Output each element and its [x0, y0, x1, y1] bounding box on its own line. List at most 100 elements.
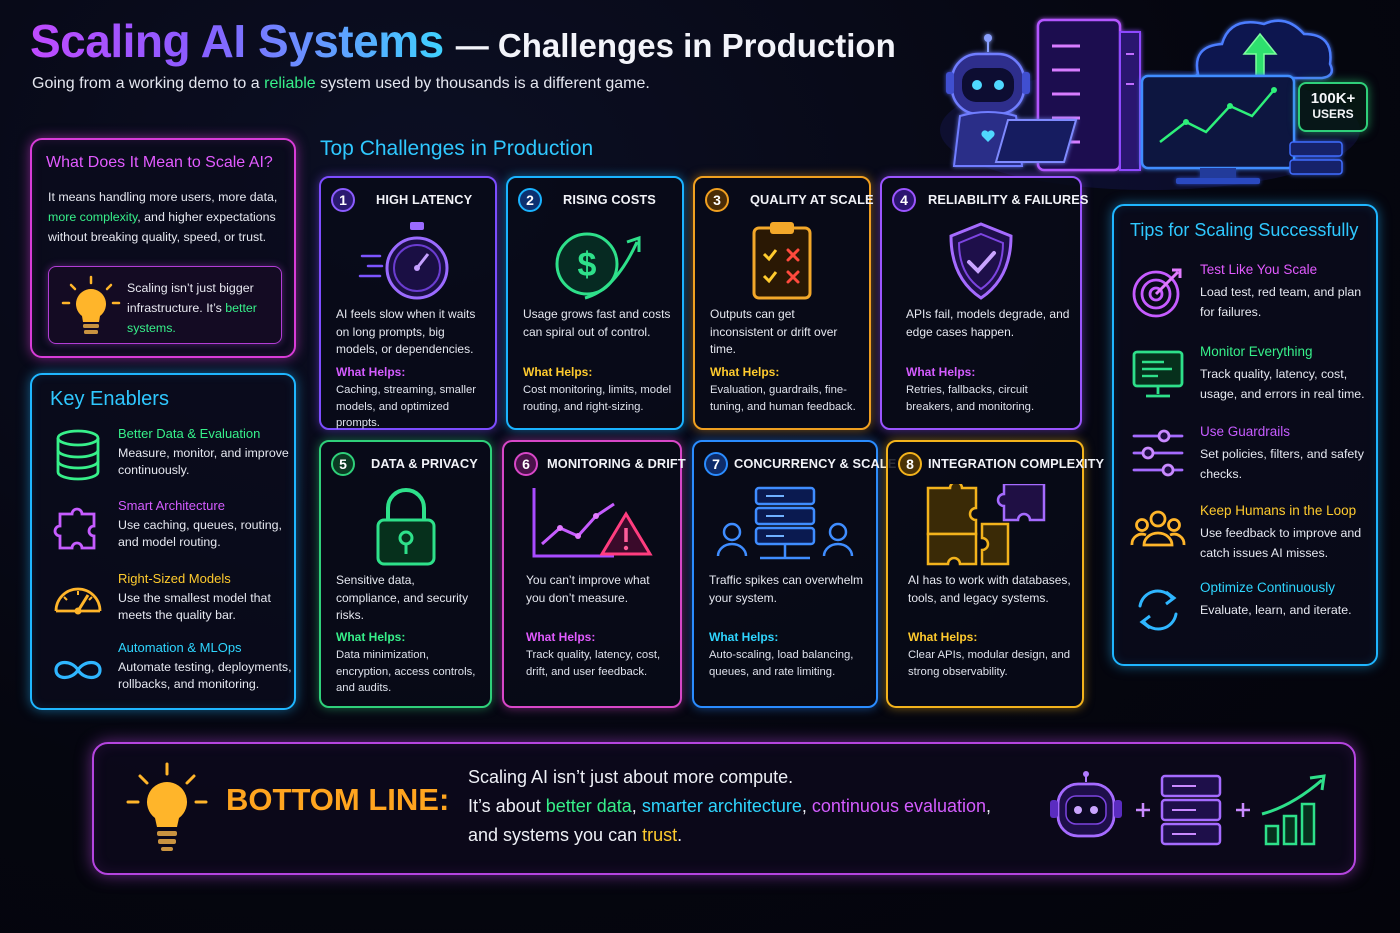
challenge-helps: Auto-scaling, load balancing, queues, an… [709, 649, 854, 678]
tip-desc: Track quality, latency, cost, usage, and… [1200, 367, 1365, 401]
challenge-helps: Caching, streaming, smaller models, and … [336, 384, 477, 429]
meaning-body: It means handling more users, more data,… [48, 187, 288, 247]
tip-title: Optimize Continuously [1200, 580, 1336, 595]
enabler-title: Right-Sized Models [118, 571, 231, 586]
challenge-number: 3 [705, 188, 729, 212]
monitor-icon [1132, 350, 1184, 398]
users-badge-number: 100K+ [1310, 90, 1356, 107]
meaning-panel: What Does It Mean to Scale AI? It means … [30, 138, 296, 358]
subtitle-text: Going from a working demo to a [32, 75, 265, 92]
bottom-highlight-evaluation: continuous evaluation [811, 796, 987, 816]
challenge-number: 6 [514, 452, 538, 476]
challenge-helps: Clear APIs, modular design, and strong o… [908, 649, 1071, 678]
tip-title: Keep Humans in the Loop [1200, 503, 1357, 518]
challenge-title: RELIABILITY & FAILURES [928, 192, 1089, 207]
challenge-helps-label: What Helps: [906, 365, 976, 379]
enablers-title: Key Enablers [50, 388, 169, 410]
tip-item: Optimize Continuously Evaluate, learn, a… [1130, 580, 1376, 650]
bottom-highlight-trust: trust [642, 825, 678, 845]
challenge-helps-label: What Helps: [709, 630, 779, 644]
challenge-card-high-latency: 1 HIGH LATENCY AI feels slow when it wai… [319, 176, 497, 430]
tips-panel: Tips for Scaling Successfully Test Like … [1112, 204, 1378, 666]
challenge-card-data-privacy: 5 DATA & PRIVACY Sensitive data, complia… [319, 440, 492, 708]
subtitle-text-end: system used by thousands is a different … [315, 75, 650, 92]
bottom-period: . [677, 825, 683, 845]
tip-desc: Set policies, filters, and safety checks… [1200, 447, 1364, 481]
challenge-helps: Evaluation, guardrails, fine-tuning, and… [710, 384, 856, 413]
challenge-desc: Usage grows fast and costs can spiral ou… [523, 307, 671, 339]
challenge-number: 2 [518, 188, 542, 212]
challenge-helps-label: What Helps: [523, 365, 593, 379]
enabler-title: Better Data & Evaluation [118, 426, 261, 441]
challenges-title: Top Challenges in Production [320, 137, 594, 160]
challenge-helps: Track quality, latency, cost, drift, and… [526, 649, 661, 678]
tips-title: Tips for Scaling Successfully [1130, 220, 1359, 240]
subtitle: Going from a working demo to a reliable … [32, 75, 650, 93]
challenge-number: 5 [331, 452, 355, 476]
tip-title: Test Like You Scale [1200, 262, 1318, 277]
tip-item: Keep Humans in the Loop Use feedback to … [1130, 503, 1376, 573]
svg-text:$: $ [578, 246, 597, 284]
shield-check-icon [949, 222, 1013, 300]
bottom-separator: , [986, 796, 992, 816]
tip-desc: Load test, red team, and plan for failur… [1200, 285, 1362, 319]
challenge-number: 7 [704, 452, 728, 476]
subtitle-highlight: reliable [264, 75, 316, 92]
bottom-line-3-text: and systems you can [468, 825, 643, 845]
bottom-line-1: Scaling AI isn’t just about more compute… [468, 767, 794, 787]
tip-item: Test Like You Scale Load test, red team,… [1130, 262, 1376, 332]
challenge-helps: Cost monitoring, limits, model routing, … [523, 384, 672, 413]
bottom-line-2-text: It’s about [468, 796, 546, 816]
tip-desc: Evaluate, learn, and iterate. [1200, 603, 1352, 617]
sliders-icon [1132, 429, 1184, 477]
challenge-title: CONCURRENCY & SCALE [734, 456, 897, 471]
people-icon [1130, 510, 1186, 547]
bottom-separator: , [801, 796, 812, 816]
enablers-panel: Key Enablers Better Data & Evaluation Me… [30, 373, 296, 710]
bottom-line-3: and systems you can trust. [468, 821, 1068, 850]
meaning-note-highlight: better systems. [127, 301, 257, 335]
lock-icon [376, 488, 435, 566]
checklist-icon [752, 222, 812, 300]
enabler-title: Smart Architecture [118, 498, 225, 513]
challenge-card-monitoring-drift: 6 MONITORING & DRIFT You can’t improve w… [502, 440, 686, 708]
challenge-helps: Data minimization, encryption, access co… [336, 649, 476, 694]
challenge-helps-label: What Helps: [336, 365, 406, 379]
challenge-desc: APIs fail, models degrade, and edge case… [906, 307, 1070, 339]
challenge-helps-label: What Helps: [908, 630, 978, 644]
users-badge-label: USERS [1312, 107, 1354, 121]
robot-server-cloud-icon [940, 18, 1360, 190]
title-sub: — Challenges in Production [455, 27, 896, 64]
title-main: Scaling AI Systems [30, 15, 444, 67]
challenge-title: HIGH LATENCY [376, 192, 473, 207]
enabler-item: Better Data & Evaluation Measure, monito… [48, 426, 292, 496]
challenge-desc: You can’t improve what you don’t measure… [526, 573, 650, 605]
tip-desc: Use feedback to improve and catch issues… [1200, 526, 1362, 560]
challenge-title: MONITORING & DRIFT [547, 456, 686, 471]
challenge-number: 8 [898, 452, 922, 476]
enabler-desc: Automate testing, deployments, rollbacks… [118, 660, 292, 691]
enabler-item: Smart Architecture Use caching, queues, … [48, 498, 292, 568]
challenge-title: QUALITY AT SCALE [750, 192, 874, 207]
enabler-item: Right-Sized Models Use the smallest mode… [48, 571, 292, 641]
tip-title: Monitor Everything [1200, 344, 1313, 359]
stopwatch-icon [358, 222, 449, 300]
challenge-title: RISING COSTS [563, 192, 656, 207]
bottom-highlight-data: better data [545, 796, 632, 816]
meaning-body-text: It means handling more users, more data, [48, 190, 278, 204]
bottom-line-label: BOTTOM LINE: [226, 782, 450, 817]
server-users-icon [716, 486, 854, 560]
chart-warning-icon [532, 488, 653, 558]
gauge-icon [54, 587, 102, 615]
challenge-desc: AI feels slow when it waits on long prom… [336, 307, 476, 356]
lightbulb-icon [61, 275, 121, 334]
lightbulb-icon [126, 762, 208, 851]
tip-item: Monitor Everything Track quality, latenc… [1130, 344, 1376, 414]
meaning-body-highlight: more complexity [48, 210, 138, 224]
hero-illustration: 100K+ USERS [930, 10, 1380, 190]
enabler-title: Automation & MLOps [118, 640, 242, 655]
challenge-helps: Retries, fallbacks, circuit breakers, an… [906, 384, 1035, 413]
challenge-card-rising-costs: 2 RISING COSTS $ Usage grows fast and co… [506, 176, 684, 430]
challenge-desc: Traffic spikes can overwhelm your system… [709, 573, 864, 605]
bottom-line-panel: BOTTOM LINE: Scaling AI isn’t just about… [92, 742, 1356, 875]
